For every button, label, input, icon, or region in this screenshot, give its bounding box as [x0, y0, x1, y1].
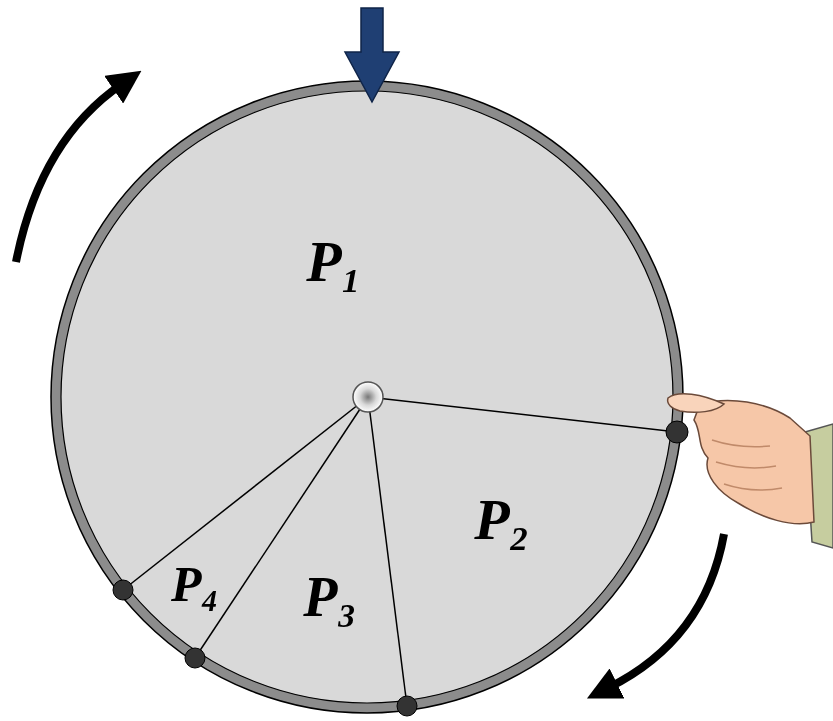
wheel-hub [353, 382, 383, 412]
rotation-arrow [608, 534, 724, 688]
sector-label: P₃ [303, 569, 357, 625]
hand-illustration [668, 394, 833, 548]
wheel-face [61, 91, 673, 703]
wheel-rim [51, 81, 683, 713]
sector-label: P₂ [474, 491, 530, 549]
boundary-dot [666, 421, 688, 443]
sector-lines [123, 397, 677, 706]
sector-label: P₁ [306, 233, 362, 291]
boundary-dots [113, 580, 417, 716]
rotation-arrow [16, 84, 122, 262]
sector-label: P₄ [171, 559, 219, 609]
pointer-arrow [345, 8, 399, 102]
